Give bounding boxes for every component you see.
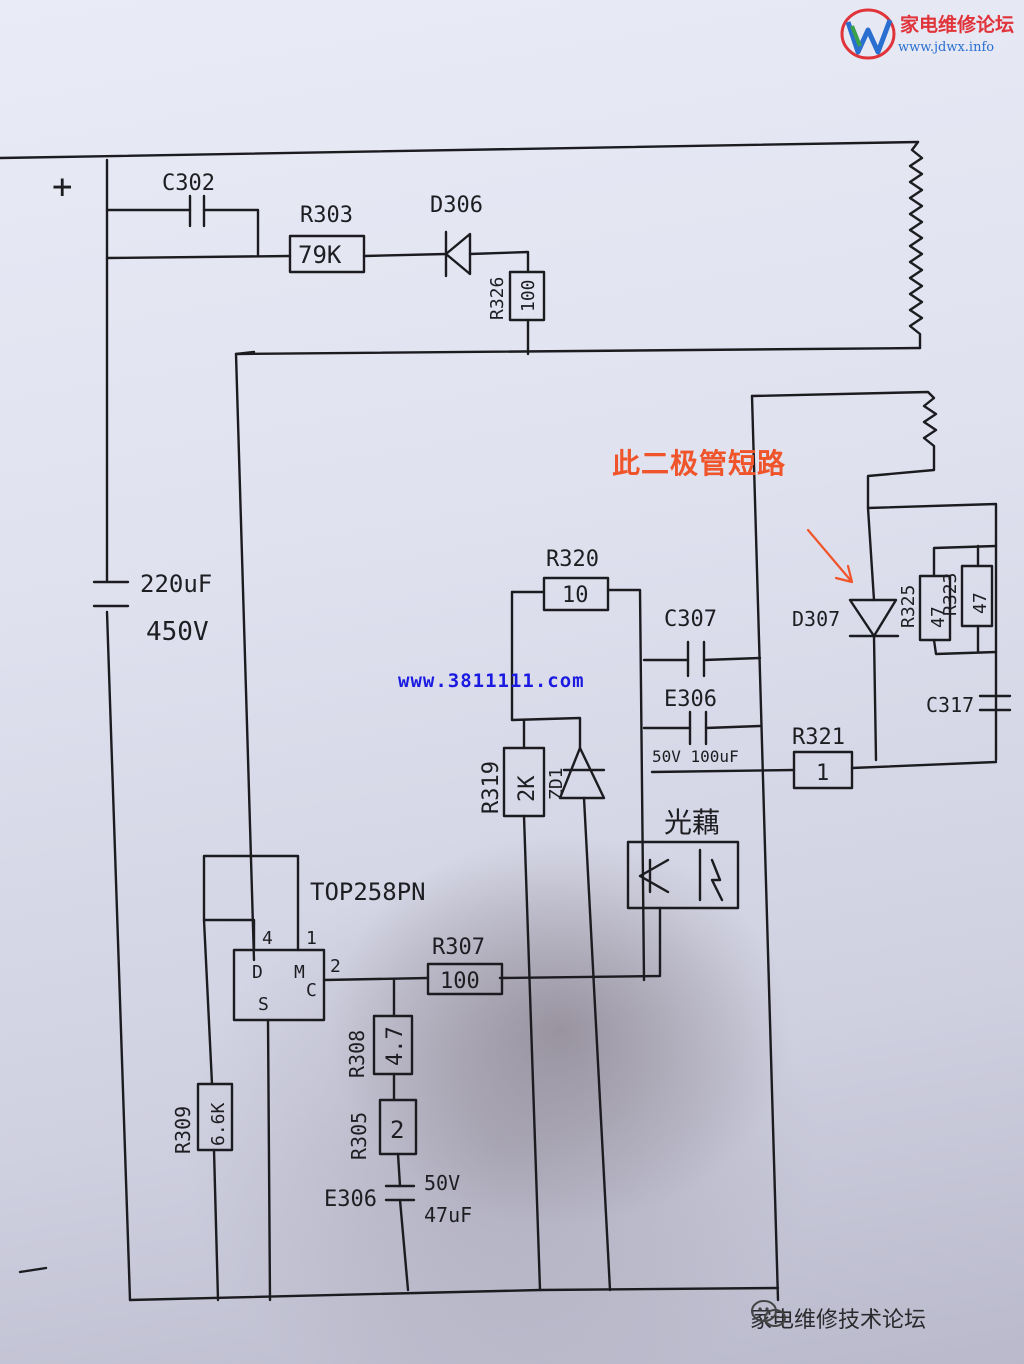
label-e306-top-rating: 50V 100uF (652, 747, 739, 766)
top-rail-wire (0, 140, 920, 160)
e306-top-wire (642, 724, 762, 730)
secondary-left-wire (750, 394, 780, 1302)
r307-body (426, 962, 504, 996)
jdwx-logo-icon (840, 8, 896, 60)
ic-pin4-wire (202, 854, 300, 952)
r325-r323-wire (932, 544, 998, 656)
label-r303: R303 (300, 203, 353, 228)
label-c302: C302 (162, 171, 215, 196)
r319-zd1-top-wire (510, 716, 582, 750)
value-r326: 100 (518, 279, 539, 312)
label-pin1: 1 (306, 928, 317, 949)
e306-bottom-plates (384, 1184, 416, 1202)
optocoupler-transistor (698, 848, 724, 902)
c317-plates (978, 694, 1012, 712)
watermark-bottom-name: 家电维修技术论坛 (750, 1308, 927, 1333)
ic-s-wire (266, 1018, 272, 1302)
label-pin-c: C (306, 980, 317, 1001)
label-e306-bottom-voltage: 50V (424, 1171, 460, 1195)
c302-wire (105, 208, 260, 258)
plus-sign: + (52, 167, 72, 207)
c307-wire (642, 656, 762, 662)
label-c307: C307 (664, 607, 717, 632)
watermark-bottom: 家电维修技术论坛 (750, 1298, 926, 1338)
r320-body (542, 576, 610, 612)
value-r323: 47 (970, 592, 991, 614)
zd1-body (558, 746, 606, 800)
r309-wire (202, 918, 220, 1302)
r319-wire (522, 718, 542, 1292)
watermark-top: 家电维修论坛 www.jdwx.info (834, 6, 1020, 62)
label-pin-m: M (294, 962, 305, 983)
label-c317: C317 (926, 693, 974, 717)
value-r307: 100 (440, 969, 480, 994)
drain-return-wire (234, 346, 922, 356)
label-pin4: 4 (262, 928, 273, 949)
watermark-top-site: www.jdwx.info (898, 40, 995, 55)
label-e306-bottom-cap: 47uF (424, 1203, 472, 1227)
r307-wire (322, 976, 430, 982)
optocoupler-body (626, 840, 740, 910)
optocoupler-output-wire (498, 906, 662, 980)
label-r320: R320 (546, 547, 599, 572)
ground-mark (18, 1266, 48, 1274)
value-r325: 47 (928, 606, 949, 628)
url-overlay: www.3811111.com (398, 670, 585, 692)
label-ic: TOP258PN (310, 878, 426, 906)
d307-wire (866, 506, 878, 762)
r321-body (792, 750, 854, 790)
value-r309: 6.6K (208, 1102, 229, 1146)
d307-body (848, 598, 900, 638)
r309-body (196, 1082, 234, 1152)
label-optocoupler: 光藕 (664, 806, 720, 839)
value-r305: 2 (390, 1116, 404, 1144)
label-cap-main-voltage: 450V (146, 617, 209, 647)
value-r303: 79K (298, 241, 342, 269)
label-r325: R325 (898, 585, 919, 628)
r321-wire (650, 760, 998, 774)
value-r320: 10 (562, 583, 589, 608)
label-d306: D306 (430, 193, 483, 218)
watermark-top-name: 家电维修论坛 (900, 14, 1015, 36)
e306-bottom-wire (396, 1152, 410, 1292)
label-pin2: 2 (330, 956, 341, 977)
r320-wire (510, 588, 646, 982)
label-e306-top: E306 (664, 687, 717, 712)
label-r309: R309 (171, 1106, 195, 1154)
left-main-wire (105, 158, 132, 1302)
c307-plates (686, 640, 706, 678)
wechat-icon (751, 1300, 786, 1327)
value-r308: 4.7 (383, 1026, 408, 1066)
label-r307: R307 (432, 935, 485, 960)
d306-body (444, 230, 472, 278)
label-pin-d: D (252, 962, 263, 983)
r303-body (288, 234, 366, 274)
label-r323: R323 (940, 573, 961, 616)
transformer-secondary-winding (750, 390, 998, 762)
label-r305: R305 (347, 1112, 371, 1160)
label-e306-bottom: E306 (324, 1187, 377, 1212)
label-r319: R319 (479, 761, 504, 814)
label-d307: D307 (792, 607, 840, 631)
zd1-wire (582, 796, 612, 1292)
label-zd1: ZD1 (546, 767, 567, 800)
r303-wire (105, 252, 448, 260)
label-r321: R321 (792, 725, 845, 750)
label-r308: R308 (345, 1030, 369, 1078)
label-pin-s: S (258, 994, 269, 1015)
label-cap-main-value: 220uF (140, 570, 212, 598)
annotation-arrow (806, 528, 854, 584)
optocoupler-led (638, 858, 670, 894)
transformer-primary-winding (908, 140, 924, 350)
bottom-ground-rail (128, 1286, 780, 1302)
short-circuit-annotation: 此二极管短路 (612, 447, 787, 480)
ic-body (232, 948, 326, 1022)
d306-wire (468, 250, 530, 274)
value-r321: 1 (816, 761, 829, 786)
drain-vertical-wire (234, 350, 256, 962)
e306-top-plates (688, 710, 708, 746)
label-r326: R326 (487, 277, 508, 320)
value-r319: 2K (515, 775, 540, 802)
